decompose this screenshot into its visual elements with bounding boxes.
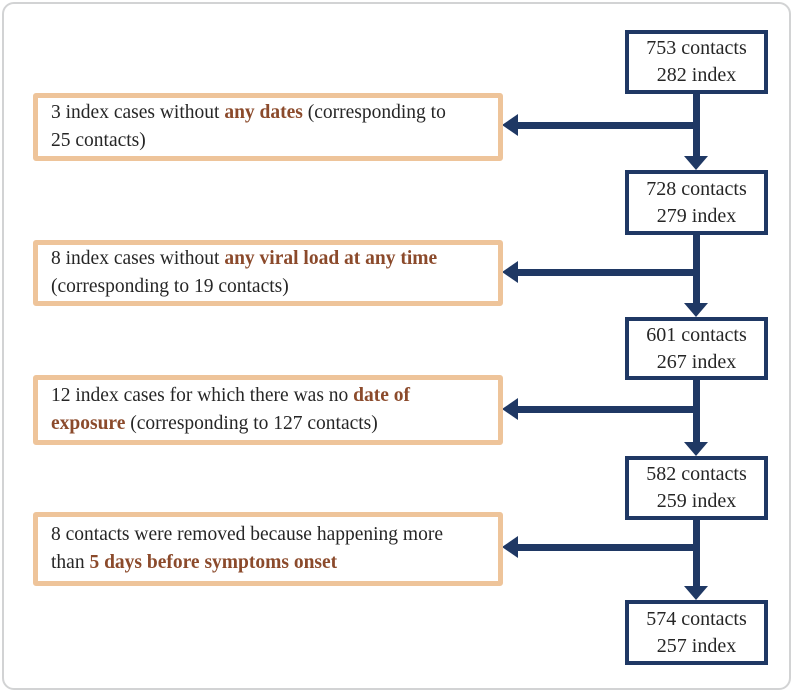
stage-index: 257 index — [656, 634, 737, 657]
text-segment: 8 index cases without — [51, 248, 225, 269]
stage-contacts: 601 contacts — [646, 323, 747, 346]
highlight-segment: date of — [353, 385, 411, 406]
highlight-segment: any dates — [224, 102, 303, 123]
exclusion-text-line: 3 index cases without any dates (corresp… — [51, 99, 490, 127]
stage-contacts: 582 contacts — [646, 463, 747, 485]
arrow-down-icon — [684, 442, 708, 456]
highlight-segment: any viral load at any time — [224, 248, 438, 269]
exclusion-box-1: 3 index cases without any dates (corresp… — [33, 93, 503, 161]
stage-index: 267 index — [656, 350, 737, 373]
text-segment: 12 index cases for which there was no — [51, 385, 354, 406]
text-segment: 8 contacts were removed because happenin… — [51, 524, 443, 545]
stage-index: 282 index — [656, 64, 737, 86]
arrow-left-icon — [502, 398, 518, 420]
arrow-left-icon — [502, 261, 518, 283]
stage-index: 279 index — [656, 204, 737, 227]
exclusion-text-line: than 5 days before symptoms onset — [51, 549, 490, 577]
stage-box-2: 728 contacts 279 index — [625, 170, 768, 235]
exclusion-text-line: (corresponding to 19 contacts) — [51, 273, 490, 301]
text-segment: than — [51, 552, 90, 573]
exclusion-box-2: 8 index cases without any viral load at … — [33, 240, 503, 306]
stage-box-1: 753 contacts 282 index — [625, 30, 768, 94]
stage-box-3: 601 contacts 267 index — [625, 317, 768, 380]
exclusion-text-line: 8 contacts were removed because happenin… — [51, 521, 490, 549]
stage-box-5: 574 contacts 257 index — [625, 600, 768, 665]
stage-contacts: 753 contacts — [646, 37, 747, 59]
text-segment: (corresponding to 127 contacts) — [125, 413, 378, 434]
exclusion-text-line: exposure (corresponding to 127 contacts) — [51, 410, 490, 438]
exclusion-text-line: 12 index cases for which there was no da… — [51, 382, 490, 410]
text-segment: (corresponding to 19 contacts) — [51, 276, 289, 297]
stage-contacts: 574 contacts — [646, 607, 747, 630]
connector-horizontal-1 — [516, 122, 700, 129]
exclusion-text-line: 25 contacts) — [51, 127, 490, 155]
stage-index: 259 index — [656, 490, 737, 512]
arrow-down-icon — [684, 156, 708, 170]
text-segment: 3 index cases without — [51, 102, 225, 123]
arrow-down-icon — [684, 303, 708, 317]
stage-box-4: 582 contacts 259 index — [625, 456, 768, 520]
arrow-left-icon — [502, 114, 518, 136]
text-segment: (corresponding to — [302, 102, 446, 123]
connector-horizontal-3 — [516, 406, 700, 413]
exclusion-box-4: 8 contacts were removed because happenin… — [33, 512, 503, 586]
connector-vertical-4 — [693, 518, 700, 588]
connector-horizontal-4 — [516, 544, 700, 551]
exclusion-box-3: 12 index cases for which there was no da… — [33, 375, 503, 445]
connector-horizontal-2 — [516, 269, 700, 276]
arrow-down-icon — [684, 586, 708, 600]
arrow-left-icon — [502, 536, 518, 558]
highlight-segment: exposure — [51, 413, 126, 434]
exclusion-text-line: 8 index cases without any viral load at … — [51, 245, 490, 273]
text-segment: 25 contacts) — [51, 130, 146, 151]
highlight-segment: 5 days before symptoms onset — [89, 552, 338, 573]
stage-contacts: 728 contacts — [646, 177, 747, 200]
